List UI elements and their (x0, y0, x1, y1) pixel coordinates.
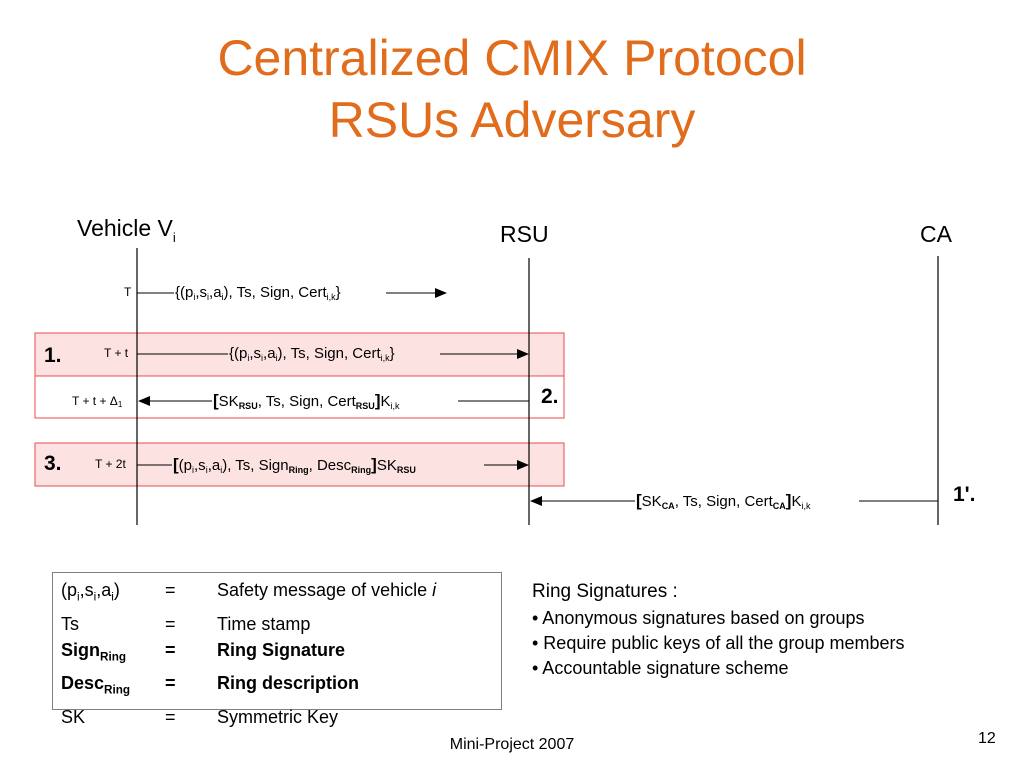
legend-row: DescRing = Ring description (61, 670, 436, 704)
vehicle-actor-label: Vehicle Vi (77, 215, 176, 245)
step-1-label: 1. (44, 344, 62, 367)
legend-row: (pi,si,ai) = Safety message of vehicle i (61, 577, 436, 611)
ring-bullet: • Require public keys of all the group m… (532, 633, 905, 653)
legend-description: Time stamp (217, 613, 311, 634)
time-label-t-plus-t-plus-delta: T + t + Δ1 (72, 394, 123, 409)
legend-symbol: SK (61, 706, 86, 727)
legend-symbol: (pi,si,ai) (61, 580, 120, 604)
legend-equals: = (165, 580, 176, 600)
step-3-label: 3. (44, 452, 62, 475)
legend-symbol: Ts (61, 613, 79, 634)
rsu-actor-label: RSU (500, 221, 549, 247)
message-1-label: {(pi,si,ai), Ts, Sign, Certi,k} (229, 345, 395, 363)
notation-legend: (pi,si,ai) = Safety message of vehicle i… (52, 572, 502, 727)
legend-equals: = (165, 639, 176, 660)
message-3-label: [(pi,si,ai), Ts, SignRing, DescRing]SKRS… (173, 455, 416, 475)
slide-title-line2: RSUs Adversary (328, 92, 696, 148)
protocol-sequence-diagram: Vehicle Vi RSU CA T {(pi,si,ai), Ts, Sig… (34, 215, 976, 525)
step-1-prime-label: 1'. (953, 483, 976, 506)
legend-description: Ring Signature (217, 639, 346, 660)
ring-bullet: • Anonymous signatures based on groups (532, 608, 865, 628)
ca-actor-label: CA (920, 221, 953, 247)
message-2-label: [SKRSU, Ts, Sign, CertRSU]Ki,k (213, 391, 400, 411)
step-2-label: 2. (541, 385, 559, 408)
time-label-t: T (124, 285, 132, 299)
legend-equals: = (165, 706, 176, 727)
slide-title-line1: Centralized CMIX Protocol (217, 30, 807, 86)
slide-footer: Mini-Project 2007 (449, 736, 575, 753)
legend-row: SignRing = Ring Signature (61, 637, 436, 671)
legend-description: Symmetric Key (217, 706, 339, 727)
time-label-t-plus-t: T + t (104, 346, 129, 360)
legend-description: Ring description (217, 673, 360, 694)
legend-equals: = (165, 673, 176, 694)
message-4-label: [SKCA, Ts, Sign, CertCA]Ki,k (636, 491, 811, 511)
legend-row: SK = Symmetric Key (61, 704, 436, 730)
legend-row: Ts = Time stamp (61, 611, 436, 637)
legend-equals: = (165, 613, 176, 634)
legend-symbol: SignRing (61, 639, 126, 664)
ring-signatures-heading: Ring Signatures : (532, 581, 678, 602)
time-label-t-plus-2t: T + 2t (95, 457, 126, 471)
legend-symbol: DescRing (61, 673, 130, 697)
message-0-label: {(pi,si,ai), Ts, Sign, Certi,k} (175, 284, 341, 302)
ring-bullet: • Accountable signature scheme (532, 658, 789, 678)
legend-description: Safety message of vehicle i (217, 580, 437, 600)
ring-signatures-notes: Ring Signatures : • Anonymous signatures… (532, 579, 904, 681)
page-number: 12 (978, 730, 996, 747)
